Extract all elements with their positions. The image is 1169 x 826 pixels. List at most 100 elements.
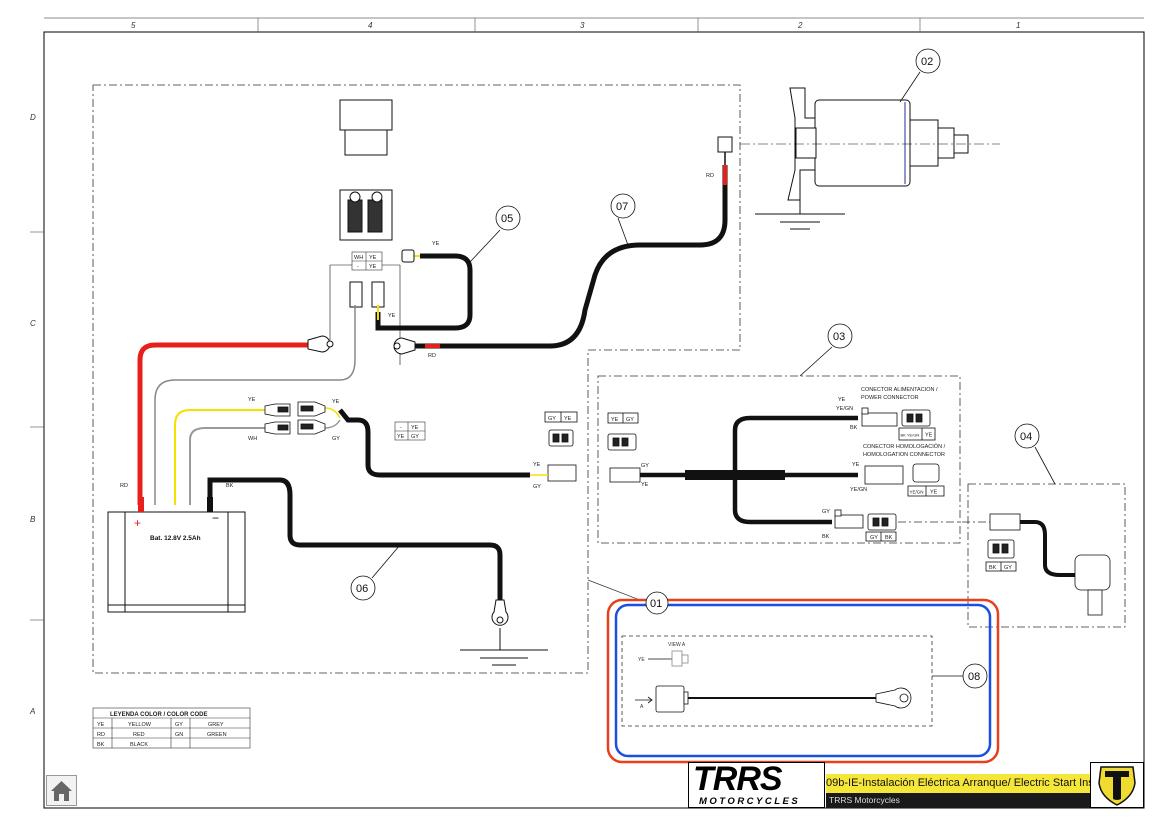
- svg-text:POWER CONNECTOR: POWER CONNECTOR: [861, 395, 919, 401]
- table-cell: GY: [548, 416, 556, 422]
- svg-text:GY: GY: [626, 417, 634, 423]
- highlight-blue: [614, 603, 992, 758]
- sensor: [985, 513, 1111, 616]
- ground-symbol: [460, 628, 548, 666]
- wire-gy-mid: [324, 419, 341, 429]
- callout-04: 04: [1020, 431, 1032, 443]
- callout-06: 06: [356, 583, 368, 595]
- view-a-part: [635, 650, 912, 713]
- wire-black-ground: [207, 477, 503, 600]
- svg-text:YE/GN: YE/GN: [910, 490, 924, 495]
- logo-text: TRRS: [693, 762, 783, 798]
- callout-05: 05: [501, 213, 513, 225]
- wire-black-starter: [415, 165, 728, 349]
- harness-sleeve: [685, 470, 785, 480]
- leader-line: [587, 579, 641, 601]
- callout-03: 03: [833, 331, 845, 343]
- svg-text:YE: YE: [411, 425, 419, 431]
- svg-text:YE: YE: [838, 397, 846, 403]
- trrs-logo: TRRS MOTORCYCLES: [688, 762, 825, 808]
- svg-text:YE: YE: [369, 255, 377, 261]
- svg-text:GN: GN: [175, 732, 183, 738]
- svg-text:YE/GN: YE/GN: [836, 406, 853, 412]
- row-label: D: [30, 113, 36, 122]
- wire-label: YE: [638, 657, 645, 663]
- column-label: 3: [580, 21, 585, 30]
- drawing-title: 09b-IE-Instalación Eléctrica Arranque/ E…: [826, 774, 1090, 793]
- wire-label: WH: [248, 436, 257, 442]
- ring-terminals: [307, 249, 509, 626]
- battery-minus: −: [212, 511, 219, 525]
- svg-text:YE: YE: [97, 722, 105, 728]
- wire-label: YE: [432, 241, 440, 247]
- ruler-top: [30, 17, 1144, 621]
- starter-terminal: [717, 136, 733, 153]
- mid-color-table: - YE YE GY: [394, 421, 426, 441]
- svg-text:YE: YE: [641, 482, 649, 488]
- row-label: B: [30, 515, 36, 524]
- svg-text:YE: YE: [930, 490, 938, 496]
- svg-text:BK: BK: [97, 742, 105, 748]
- wire-grey-battery: [154, 305, 356, 505]
- wire-black-harness: [338, 408, 530, 478]
- svg-text:GY: GY: [175, 722, 183, 728]
- svg-text:BK: BK: [850, 425, 858, 431]
- svg-text:GY: GY: [822, 509, 830, 515]
- svg-text:BK YE/GN: BK YE/GN: [901, 433, 920, 438]
- home-icon: [51, 781, 72, 801]
- svg-text:-: -: [400, 425, 402, 431]
- starter-relay: [329, 99, 401, 365]
- color-legend: [92, 707, 251, 749]
- svg-text:GY: GY: [411, 434, 419, 440]
- spade-connectors: [264, 401, 326, 435]
- home-button[interactable]: [46, 775, 77, 806]
- battery: [107, 497, 246, 613]
- svg-text:YE: YE: [397, 434, 405, 440]
- trrs-shield-logo: [1090, 762, 1144, 808]
- wire-black-relay: [375, 253, 473, 331]
- column-label: 2: [797, 21, 803, 30]
- legend-title: LEYENDA COLOR / COLOR CODE: [110, 712, 207, 718]
- wire-label: RD: [706, 173, 714, 179]
- svg-text:YE/GN: YE/GN: [850, 487, 867, 493]
- svg-text:YE: YE: [369, 264, 377, 270]
- main-group-outline: [92, 84, 741, 674]
- drawing-frame: [43, 31, 1145, 809]
- svg-text:BK: BK: [822, 534, 830, 540]
- svg-text:GY: GY: [870, 535, 878, 541]
- sensor-group-outline: [967, 483, 1126, 628]
- svg-text:-: -: [357, 264, 359, 270]
- wire-label: GY: [533, 484, 541, 490]
- view-a-title: VIEW A: [668, 642, 686, 648]
- wire-ye-mid: [324, 407, 341, 419]
- wire-label: RD: [428, 353, 436, 359]
- callout-01: 01: [650, 598, 662, 610]
- svg-text:BK: BK: [885, 535, 893, 541]
- row-label: C: [30, 319, 36, 328]
- wire-label: RD: [120, 483, 128, 489]
- wire-white-battery: [189, 427, 265, 505]
- row-label: A: [29, 707, 35, 716]
- callout-08: 08: [968, 671, 980, 683]
- svg-text:RED: RED: [133, 732, 145, 738]
- table-cell: GY: [1004, 565, 1012, 571]
- svg-text:WH: WH: [354, 255, 363, 261]
- starter-motor: [740, 87, 1000, 230]
- svg-text:YE: YE: [611, 417, 619, 423]
- wire-yellow-battery: [174, 409, 265, 505]
- highlight-red: [606, 598, 1000, 764]
- callout-07: 07: [616, 201, 628, 213]
- svg-text:GREEN: GREEN: [207, 732, 227, 738]
- battery-plus: +: [134, 516, 141, 530]
- wire-label: YE: [388, 313, 396, 319]
- harness-connectors: [607, 407, 945, 542]
- shield-icon: [1098, 766, 1136, 806]
- wire-label: YE: [248, 397, 256, 403]
- drawing-subtitle: TRRS Motorcycles: [826, 793, 1090, 808]
- callout-02: 02: [921, 56, 933, 68]
- svg-text:YE: YE: [925, 433, 933, 439]
- wire-label: YE: [533, 462, 541, 468]
